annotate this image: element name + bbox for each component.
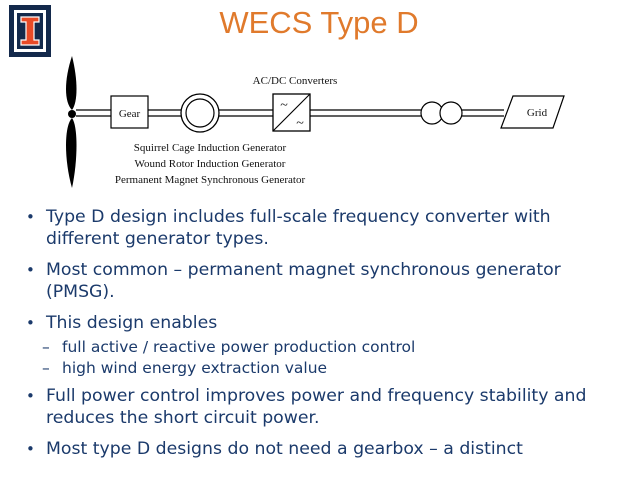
transformer-icon	[420, 101, 463, 125]
bullet-text: This design enables	[46, 313, 218, 333]
bullet-item: • Full power control improves power and …	[26, 385, 626, 429]
dash-icon: –	[42, 359, 50, 377]
bullet-icon: •	[26, 314, 35, 332]
generator-type-1: Squirrel Cage Induction Generator	[134, 142, 287, 154]
sub-bullet-text: high wind energy extraction value	[62, 359, 328, 377]
converter-label: AC/DC Converters	[253, 75, 338, 87]
bullet-icon: •	[26, 387, 35, 405]
bullet-icon: •	[26, 440, 35, 458]
bullet-item: • This design enables	[26, 312, 626, 334]
converter-icon: ~ ~	[272, 93, 311, 132]
university-logo-icon	[9, 5, 51, 57]
wecs-type-d-diagram: Gear ~ ~ AC/DC Converters Grid Squirrel …	[66, 56, 565, 188]
bullet-item: • Type D design includes full-scale freq…	[26, 206, 626, 250]
grid-label: Grid	[527, 107, 548, 119]
bullet-item: • Most type D designs do not need a gear…	[26, 438, 626, 460]
sub-bullet-item: – full active / reactive power productio…	[26, 337, 626, 358]
sub-bullet-text: full active / reactive power production …	[62, 338, 416, 356]
converter-ac-top: ~	[280, 98, 288, 113]
gear-box	[110, 95, 149, 129]
slide-title: WECS Type D	[219, 5, 419, 40]
sub-bullet-item: – high wind energy extraction value	[26, 358, 626, 379]
bullet-list: • Type D design includes full-scale freq…	[26, 206, 626, 469]
generator-icon	[180, 93, 220, 133]
turbine-rotor-icon	[66, 56, 77, 188]
bullet-item: • Most common – permanent magnet synchro…	[26, 259, 626, 303]
bullet-text: Most type D designs do not need a gearbo…	[46, 439, 523, 459]
bullet-text: Full power control improves power and fr…	[46, 386, 587, 428]
generator-type-2: Wound Rotor Induction Generator	[135, 158, 286, 170]
generator-type-3: Permanent Magnet Synchronous Generator	[115, 174, 306, 186]
converter-ac-bottom: ~	[296, 116, 304, 131]
grid-icon	[500, 95, 565, 129]
bullet-icon: •	[26, 208, 35, 226]
gear-label: Gear	[119, 108, 141, 120]
bullet-text: Most common – permanent magnet synchrono…	[46, 260, 561, 302]
sub-bullet-list: – full active / reactive power productio…	[26, 337, 626, 379]
dash-icon: –	[42, 338, 50, 356]
bullet-icon: •	[26, 261, 35, 279]
bullet-text: Type D design includes full-scale freque…	[46, 207, 551, 249]
